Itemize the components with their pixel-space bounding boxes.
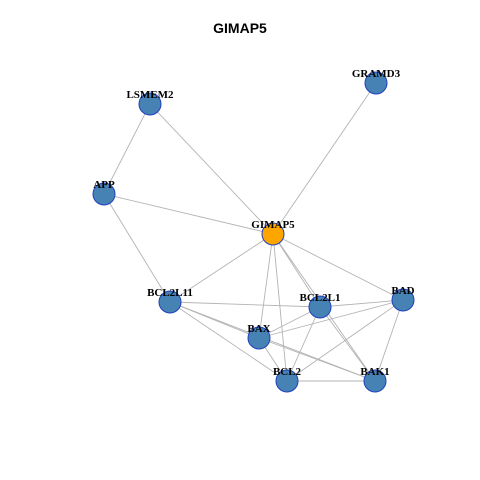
- edge-gimap5-bcl2l1: [272, 233, 321, 308]
- node-circle[interactable]: [363, 369, 387, 393]
- node-circle[interactable]: [247, 326, 271, 350]
- edge-gimap5-bax: [258, 233, 274, 339]
- node-bad[interactable]: BAD: [391, 285, 415, 312]
- node-label: BCL2L11: [147, 287, 193, 299]
- node-circle[interactable]: [92, 182, 116, 206]
- node-bcl2l11[interactable]: BCL2L11: [147, 287, 193, 314]
- node-label: LSMEM2: [126, 89, 174, 101]
- graph-title: GIMAP5: [213, 20, 267, 36]
- node-circle[interactable]: [391, 288, 415, 312]
- node-label: BCL2L1: [300, 292, 341, 304]
- node-bax[interactable]: BAX: [247, 323, 271, 350]
- node-circle[interactable]: [364, 71, 388, 95]
- node-label: GIMAP5: [251, 219, 295, 231]
- edge-bcl2l11-bak1: [169, 301, 376, 382]
- edge-gimap5-bcl2l11: [169, 233, 274, 303]
- node-circle[interactable]: [308, 295, 332, 319]
- node-label: BAD: [391, 285, 414, 297]
- node-bak1[interactable]: BAK1: [360, 366, 390, 393]
- node-circle[interactable]: [275, 369, 299, 393]
- node-app[interactable]: APP: [92, 179, 116, 206]
- edge-bcl2l1-bad: [319, 299, 404, 308]
- edge-bcl2l1-bcl2: [286, 306, 321, 382]
- edge-bcl2l11-bcl2: [169, 301, 288, 382]
- node-label: GRAMD3: [352, 68, 401, 80]
- node-circle[interactable]: [158, 290, 182, 314]
- node-lsmem2[interactable]: LSMEM2: [126, 89, 174, 116]
- edge-gimap5-gramd3: [272, 82, 377, 235]
- node-gimap5[interactable]: GIMAP5: [251, 219, 295, 246]
- node-bcl2l1[interactable]: BCL2L1: [300, 292, 341, 319]
- edge-app-bcl2l11: [103, 193, 171, 303]
- node-circle[interactable]: [138, 92, 162, 116]
- edge-bak1-bad: [374, 299, 404, 382]
- edge-bcl2-bad: [286, 299, 404, 382]
- node-circle[interactable]: [261, 222, 285, 246]
- node-gramd3[interactable]: GRAMD3: [352, 68, 401, 95]
- edge-bcl2l11-bcl2l1: [169, 301, 321, 308]
- edge-gimap5-bcl2: [272, 233, 288, 382]
- edge-bax-bak1: [258, 337, 376, 382]
- node-label: APP: [93, 179, 115, 191]
- node-bcl2[interactable]: BCL2: [273, 366, 302, 393]
- edge-gimap5-bad: [272, 233, 404, 301]
- edge-lsmem2-app: [103, 103, 151, 195]
- node-label: BAK1: [360, 366, 389, 378]
- edge-gimap5-lsmem2: [149, 103, 274, 235]
- node-label: BAX: [247, 323, 270, 335]
- node-label: BCL2: [273, 366, 302, 378]
- edge-bax-bad: [258, 299, 404, 339]
- edge-gimap5-app: [103, 193, 274, 235]
